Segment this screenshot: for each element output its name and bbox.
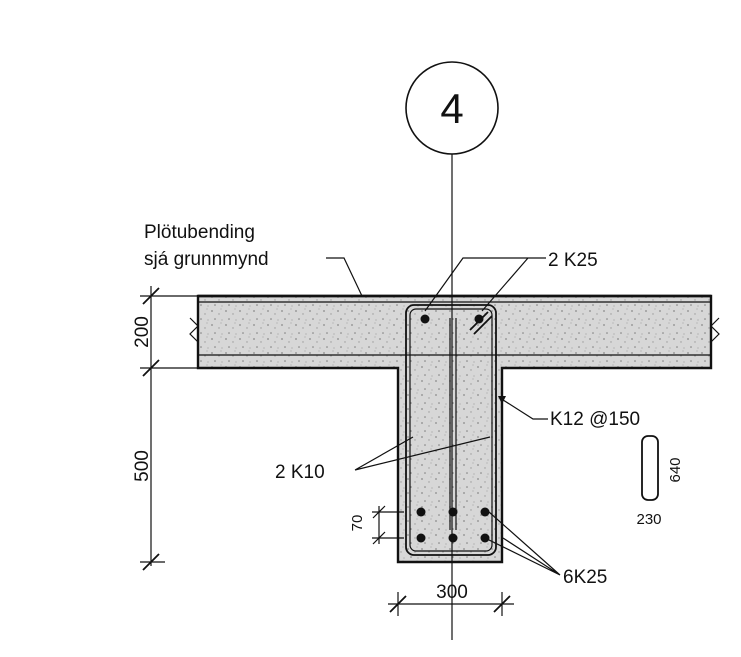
stirrup-hook: [469, 311, 493, 335]
grid-marker-circle: [405, 61, 499, 155]
top-bar-right: [474, 314, 484, 324]
dim-ticks-horizontal: [389, 595, 511, 613]
stirrup-outline: [405, 304, 497, 556]
stirrups-label: K12 @150: [550, 409, 640, 430]
slab-note-leader: [326, 257, 363, 297]
bottom-bar-2: [448, 507, 458, 517]
bottom-bar-4: [416, 533, 426, 543]
slab-note-line2: sjá grunnmynd: [144, 249, 269, 270]
stirrup-inner: [409, 308, 493, 552]
slab-note-line1: Plötubending: [144, 222, 255, 243]
stirrup-width-label: 230: [636, 511, 661, 528]
web-width-label: 300: [436, 582, 468, 603]
bottom-bar-5: [448, 533, 458, 543]
break-line-right: [710, 317, 720, 343]
grid-marker-label: 4: [440, 85, 463, 132]
bottom-bar-3: [480, 507, 490, 517]
side-bars-label: 2 K10: [275, 462, 325, 483]
concrete-section: [196, 294, 713, 564]
stirrups-arrow: [498, 396, 506, 404]
cover-dim-ticks: [372, 505, 386, 545]
dim-ticks-vertical: [142, 287, 160, 571]
cover-label: 70: [349, 515, 366, 532]
side-bars-leader: [354, 436, 491, 471]
stirrups-leader: [499, 397, 548, 420]
slab-depth-label: 200: [132, 316, 153, 348]
web-depth-label: 500: [132, 450, 153, 482]
bottom-bars-label: 6K25: [563, 567, 607, 588]
top-bar-left: [420, 314, 430, 324]
break-line-left: [189, 317, 199, 343]
top-bars-leader: [424, 257, 546, 312]
top-bars-label: 2 K25: [548, 250, 598, 271]
stirrup-height-label: 640: [667, 457, 684, 482]
bottom-bars-leader: [484, 511, 561, 576]
stirrup-shape-sketch: [641, 435, 659, 501]
bottom-bar-1: [416, 507, 426, 517]
